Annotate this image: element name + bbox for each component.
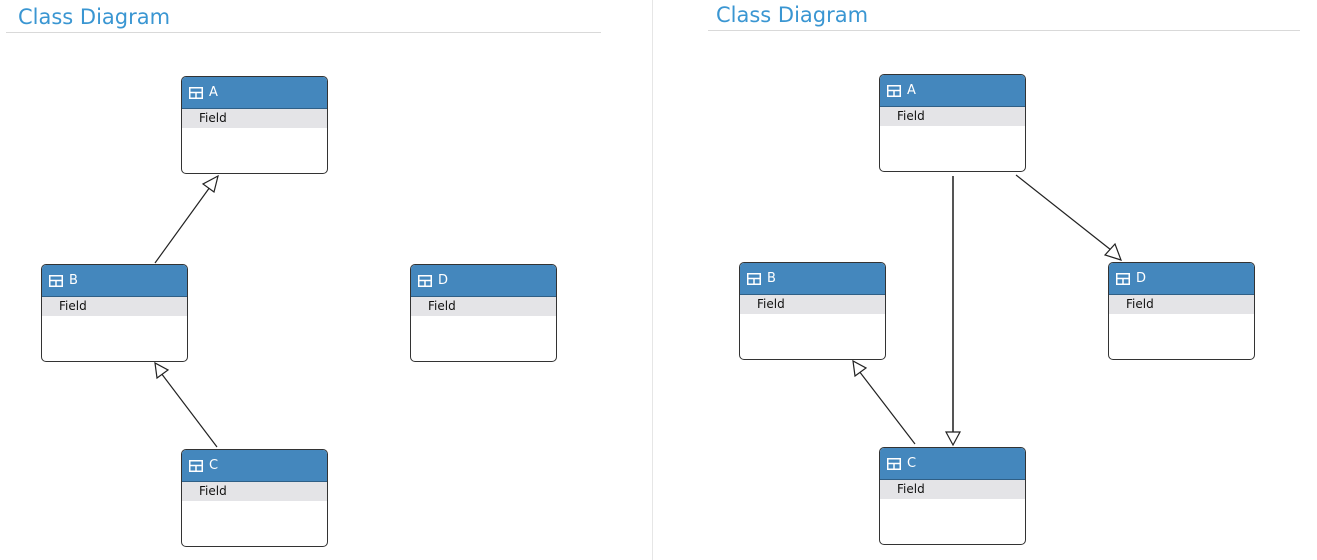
class-header: B: [42, 265, 187, 297]
class-box-b[interactable]: B Field: [739, 262, 886, 360]
class-name: A: [209, 85, 218, 100]
class-field[interactable]: Field: [42, 297, 187, 316]
generalization-arrowhead: [1103, 242, 1122, 261]
class-field[interactable]: Field: [411, 297, 556, 316]
relation-line: [1015, 174, 1112, 251]
class-box-d[interactable]: D Field: [410, 264, 557, 362]
relation-a-to-c[interactable]: [944, 176, 962, 447]
relation-layer: [154, 174, 219, 448]
class-header: B: [740, 263, 885, 295]
relation-line: [160, 372, 218, 448]
class-name: B: [767, 271, 776, 286]
generalization-arrowhead: [201, 174, 219, 194]
class-field[interactable]: Field: [182, 482, 327, 501]
class-name: A: [907, 83, 916, 98]
class-table-icon: [1116, 272, 1130, 285]
class-box-c[interactable]: C Field: [181, 449, 328, 547]
class-name: D: [1136, 271, 1147, 286]
class-header: C: [182, 450, 327, 482]
class-field[interactable]: Field: [740, 295, 885, 314]
diagram-title: Class Diagram: [716, 3, 869, 27]
relation-b-to-a[interactable]: [154, 174, 219, 264]
panel-divider: [652, 0, 653, 560]
relation-a-to-d[interactable]: [1015, 174, 1122, 261]
title-rule: [6, 32, 601, 33]
class-field[interactable]: Field: [182, 109, 327, 128]
class-name: B: [69, 273, 78, 288]
class-table-icon: [418, 274, 432, 287]
class-name: D: [438, 273, 449, 288]
class-table-icon: [887, 457, 901, 470]
relation-line: [154, 186, 211, 264]
class-table-icon: [747, 272, 761, 285]
class-field[interactable]: Field: [1109, 295, 1254, 314]
diagram-panel-right: Class Diagram A Field: [653, 0, 1317, 560]
class-table-icon: [887, 84, 901, 97]
title-rule: [708, 30, 1300, 31]
class-name: C: [209, 458, 219, 473]
diagram-panel-left: Class Diagram A Field: [0, 0, 652, 560]
class-name: C: [907, 456, 917, 471]
class-header: A: [182, 77, 327, 109]
class-box-a[interactable]: A Field: [181, 76, 328, 174]
class-header: A: [880, 75, 1025, 107]
generalization-arrowhead: [154, 361, 170, 380]
generalization-arrowhead: [852, 359, 868, 378]
class-table-icon: [49, 274, 63, 287]
class-box-d[interactable]: D Field: [1108, 262, 1255, 360]
class-header: C: [880, 448, 1025, 480]
class-field[interactable]: Field: [880, 480, 1025, 499]
class-header: D: [1109, 263, 1254, 295]
class-table-icon: [189, 459, 203, 472]
diagram-title: Class Diagram: [18, 5, 171, 29]
class-box-b[interactable]: B Field: [41, 264, 188, 362]
relation-layer: [852, 174, 1122, 447]
class-box-a[interactable]: A Field: [879, 74, 1026, 172]
class-box-c[interactable]: C Field: [879, 447, 1026, 545]
relation-c-to-b[interactable]: [852, 359, 916, 445]
class-header: D: [411, 265, 556, 297]
relation-line: [858, 370, 916, 445]
class-field[interactable]: Field: [880, 107, 1025, 126]
class-table-icon: [189, 86, 203, 99]
relation-c-to-b[interactable]: [154, 361, 218, 448]
generalization-arrowhead: [944, 431, 962, 447]
